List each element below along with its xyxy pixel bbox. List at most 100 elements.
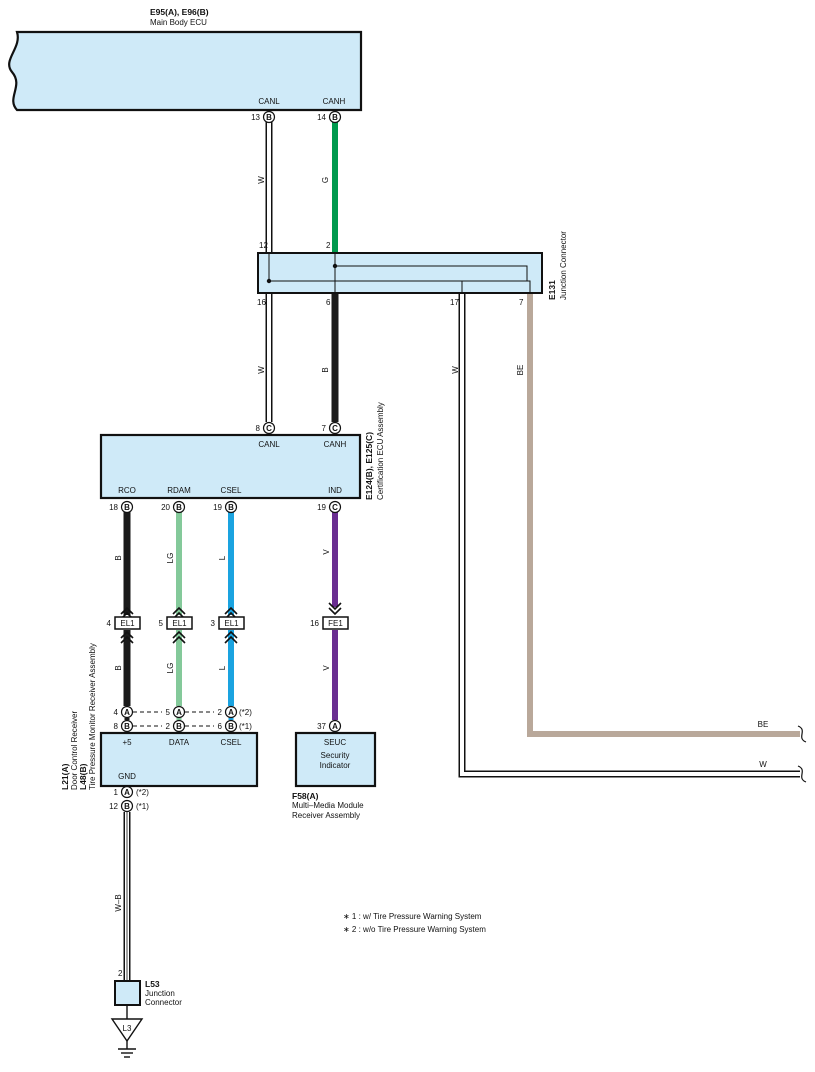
svg-text:B: B <box>176 722 182 731</box>
cert-csel-label: CSEL <box>221 486 242 495</box>
cert-rdam-label: RDAM <box>167 486 191 495</box>
svg-text:A: A <box>228 708 234 717</box>
label-be-right: BE <box>758 720 769 729</box>
inline-connector-el1-a: EL1 <box>114 606 141 644</box>
cert-rco-label: RCO <box>118 486 136 495</box>
pin-cert-canl-num: 8 <box>256 424 261 433</box>
receiver-p5-label: +5 <box>122 738 132 747</box>
pin-receiver-gnd-a: A <box>120 785 134 799</box>
pin-cert-canh-num: 7 <box>322 424 327 433</box>
receiver-b-p5-num: 8 <box>114 722 119 731</box>
el1-c-pin: 3 <box>211 619 216 628</box>
cert-canh-label: CANH <box>324 440 347 449</box>
svg-text:C: C <box>266 424 272 433</box>
multimedia-inner1: Security <box>321 751 350 760</box>
inline-connector-fe1: FE1 <box>322 602 349 630</box>
pin-ecu-canh: B <box>328 110 342 124</box>
pin-receiver-a-data: A <box>172 705 186 719</box>
pin-cert-ind: C <box>328 500 342 514</box>
pin-ecu-canl-num: 13 <box>251 113 260 122</box>
el1-b-pin: 5 <box>159 619 164 628</box>
el1-a-pin: 4 <box>107 619 112 628</box>
pin-cert-rco: B <box>120 500 134 514</box>
label-csel-upper: L <box>218 555 227 560</box>
receiver-b-note: (*1) <box>239 722 252 731</box>
receiver-gnd-a-note: (*2) <box>136 788 149 797</box>
pin-cert-canl: C <box>262 421 276 435</box>
l53-name1: Junction <box>145 989 175 998</box>
svg-text:B: B <box>124 503 130 512</box>
e131-pin17: 17 <box>450 298 459 307</box>
pin-receiver-b-csel: B <box>224 719 238 733</box>
pin-multimedia-seuc: A <box>328 719 342 733</box>
receiver-name1: Door Control Receiver <box>70 711 79 790</box>
junction-e131 <box>257 252 543 294</box>
label-rco-upper: B <box>114 555 123 560</box>
cert-ind-label: IND <box>328 486 342 495</box>
label-gnd: W–B <box>114 894 123 911</box>
main-body-ecu-ref: E95(A), E96(B) <box>150 7 209 17</box>
label-canh-lower: B <box>321 367 330 372</box>
main-body-ecu-name: Main Body ECU <box>150 18 207 27</box>
ground-symbol <box>110 1018 144 1058</box>
receiver-gnd-label: GND <box>118 772 136 781</box>
receiver-gnd-a-num: 1 <box>114 788 119 797</box>
multimedia-seuc-label: SEUC <box>324 738 346 747</box>
pin-receiver-a-p5: A <box>120 705 134 719</box>
multimedia-name1: Multi–Media Module <box>292 801 364 810</box>
svg-text:EL1: EL1 <box>120 619 135 628</box>
pin-cert-rdam: B <box>172 500 186 514</box>
label-ind-lower: V <box>322 665 331 671</box>
pin-cert-csel-num: 19 <box>213 503 222 512</box>
svg-text:C: C <box>332 503 338 512</box>
label-canl-lower: W <box>257 366 266 374</box>
pin-receiver-a-csel: A <box>224 705 238 719</box>
note-1: ∗ 1 : w/ Tire Pressure Warning System <box>343 912 482 921</box>
cert-ecu-ref: E124(B), E125(C) <box>364 432 374 500</box>
label-csel-lower: L <box>218 665 227 670</box>
pin-cert-canh: C <box>328 421 342 435</box>
inline-connector-el1-b: EL1 <box>166 606 193 644</box>
receiver-ref: L21(A) <box>60 763 70 790</box>
receiver-a-data-num: 5 <box>166 708 171 717</box>
label-rco-lower: B <box>114 665 123 670</box>
svg-text:A: A <box>332 722 338 731</box>
e131-ref: E131 <box>547 280 557 300</box>
label-ind-upper: V <box>322 549 331 555</box>
multimedia-inner2: Indicator <box>320 761 351 770</box>
e131-name: Junction Connector <box>559 231 568 300</box>
svg-text:B: B <box>228 722 234 731</box>
fe1-pin: 16 <box>310 619 319 628</box>
pin-cert-rco-num: 18 <box>109 503 118 512</box>
svg-text:B: B <box>228 503 234 512</box>
pin-cert-csel: B <box>224 500 238 514</box>
break-mark-w <box>797 765 807 783</box>
svg-text:B: B <box>332 113 338 122</box>
note-2: ∗ 2 : w/o Tire Pressure Warning System <box>343 925 486 934</box>
label-w-right: W <box>759 760 767 769</box>
ecu-canl-label: CANL <box>258 97 280 106</box>
e131-pin7: 7 <box>519 298 524 307</box>
label-canl-upper: W <box>257 176 266 184</box>
multimedia-ref: F58(A) <box>292 791 319 801</box>
ground-ref: L3 <box>123 1024 132 1033</box>
receiver-b-csel-num: 6 <box>218 722 223 731</box>
label-rdam-upper: LG <box>166 553 175 564</box>
certification-ecu <box>99 433 362 500</box>
svg-text:C: C <box>332 424 338 433</box>
l53-pin: 2 <box>118 969 123 978</box>
wire-be7 <box>527 293 800 737</box>
svg-text:EL1: EL1 <box>172 619 187 628</box>
break-mark-be <box>797 725 807 743</box>
receiver-csel-label: CSEL <box>221 738 242 747</box>
wire-w17 <box>458 293 800 778</box>
inline-connector-el1-c: EL1 <box>218 606 245 644</box>
pin-receiver-b-p5: B <box>120 719 134 733</box>
junction-l53 <box>114 980 141 1019</box>
svg-text:EL1: EL1 <box>224 619 239 628</box>
receiver-gnd-b-note: (*1) <box>136 802 149 811</box>
l53-name2: Connector <box>145 998 182 1007</box>
pin-receiver-b-data: B <box>172 719 186 733</box>
svg-text:A: A <box>124 708 130 717</box>
